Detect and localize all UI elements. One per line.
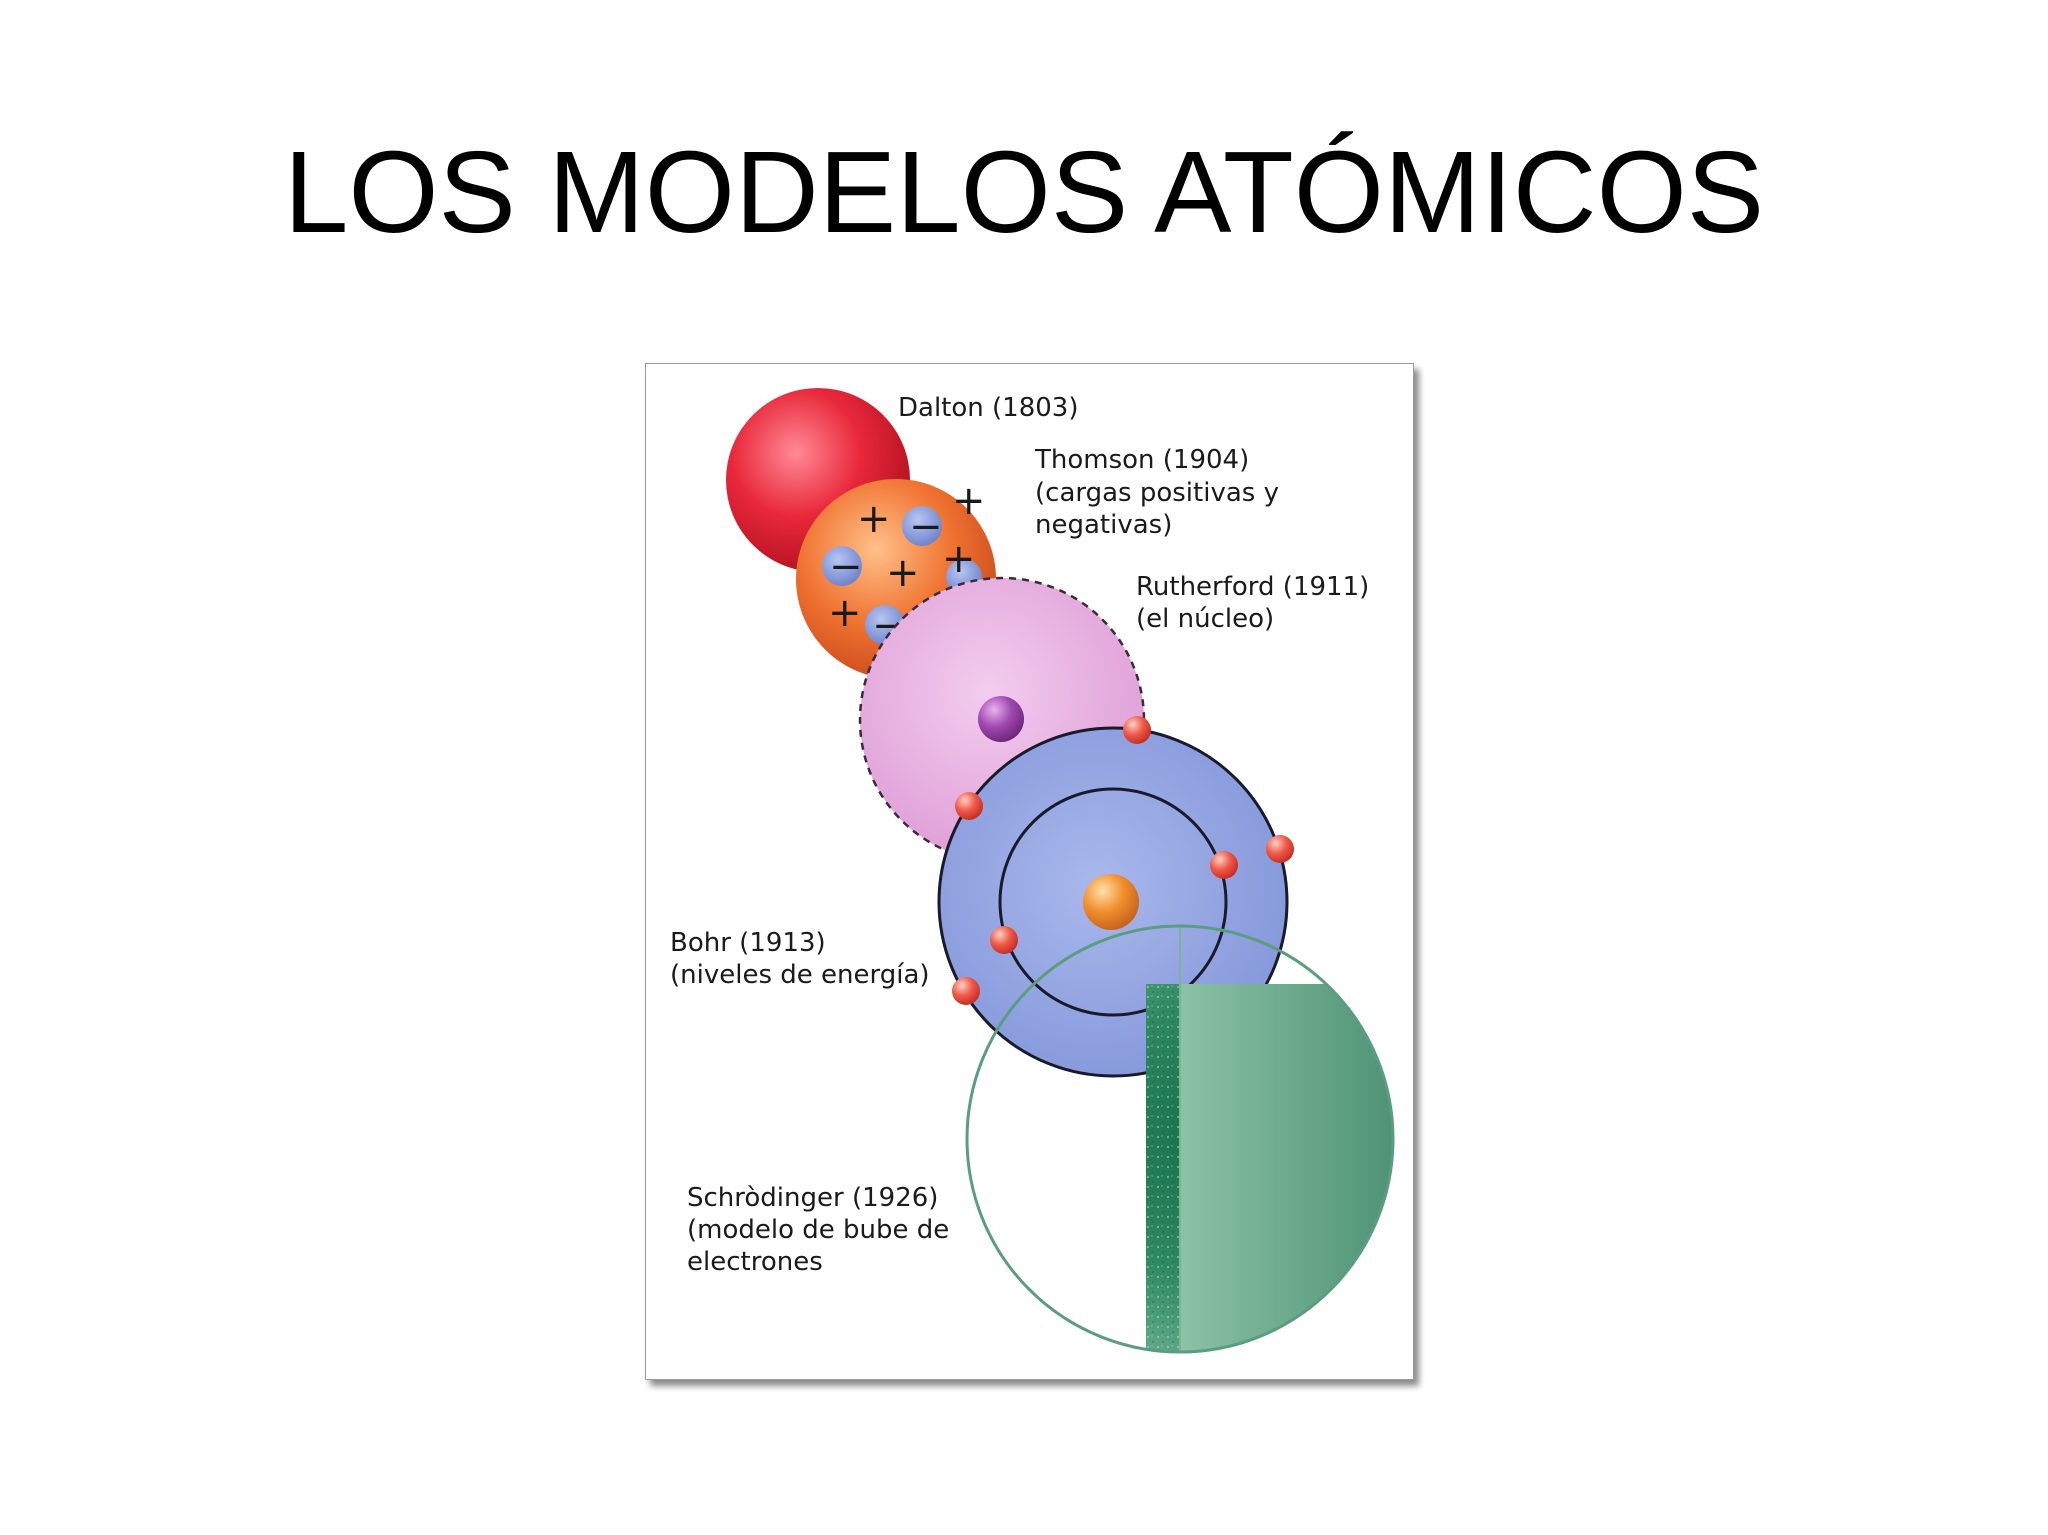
svg-text:(modelo de bube de: (modelo de bube de (687, 1215, 949, 1245)
electron-icon (1210, 851, 1238, 879)
schrodinger-sphere (965, 924, 1395, 1354)
plus-sign: + (857, 496, 891, 542)
electron-icon (990, 926, 1018, 954)
nucleus-icon (1083, 874, 1139, 930)
svg-text:Rutherford (1911): Rutherford (1911) (1136, 572, 1369, 602)
page-title: LOS MODELOS ATÓMICOS (283, 127, 1765, 257)
plus-sign: + (828, 590, 862, 636)
electron-icon (952, 977, 980, 1005)
schrodinger-label: Schròdinger (1926) (modelo de bube de el… (687, 1183, 949, 1277)
negative-charge-icon (822, 546, 862, 586)
svg-text:(niveles de energía): (niveles de energía) (670, 960, 930, 990)
atomic-models-figure: − − − + + + + + (645, 363, 1414, 1380)
negative-charge-icon (902, 506, 942, 546)
svg-text:Dalton (1803): Dalton (1803) (898, 393, 1078, 423)
plus-sign: + (952, 478, 986, 524)
svg-text:negativas): negativas) (1035, 510, 1172, 540)
plus-sign: + (942, 536, 976, 582)
nucleus-icon (978, 696, 1024, 742)
dalton-label: Dalton (1803) (898, 393, 1078, 423)
svg-text:electrones: electrones (687, 1247, 823, 1277)
svg-text:Bohr (1913): Bohr (1913) (670, 928, 826, 958)
svg-text:(el núcleo): (el núcleo) (1136, 604, 1274, 634)
svg-text:Thomson (1904): Thomson (1904) (1034, 445, 1249, 475)
svg-text:Schròdinger (1926): Schròdinger (1926) (687, 1183, 938, 1213)
minus-sign: − (909, 504, 943, 550)
plus-sign: + (886, 550, 920, 596)
rutherford-label: Rutherford (1911) (el núcleo) (1136, 572, 1369, 634)
thomson-label: Thomson (1904) (cargas positivas y negat… (1034, 445, 1279, 540)
minus-sign: − (829, 544, 863, 590)
electron-icon (1123, 716, 1151, 744)
electron-icon (1266, 835, 1294, 863)
electron-icon (955, 792, 983, 820)
svg-text:(cargas positivas y: (cargas positivas y (1035, 478, 1279, 508)
atomic-models-diagram: − − − + + + + + (670, 388, 1395, 1354)
bohr-label: Bohr (1913) (niveles de energía) (670, 928, 930, 990)
